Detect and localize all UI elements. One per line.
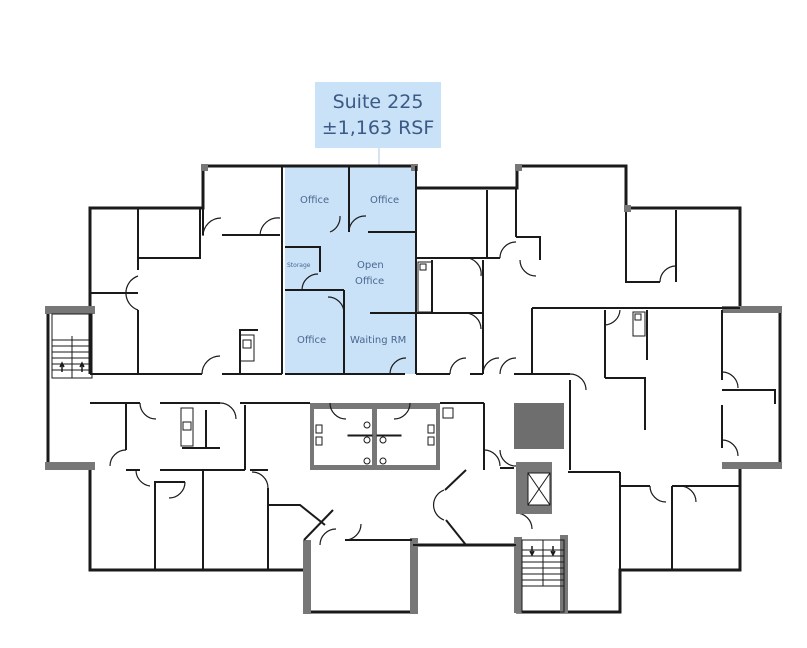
room-label-open-office-line1: Open	[357, 260, 384, 271]
counters	[180, 261, 646, 447]
stairs-south	[521, 539, 565, 613]
room-label-office-sw: Office	[297, 335, 327, 346]
door-swings	[109, 215, 739, 546]
interior-walls	[90, 166, 776, 570]
room-label-storage: Storage	[287, 262, 311, 269]
room-label-waiting-rm: Waiting RM	[350, 335, 407, 346]
room-label-office-ne: Office	[370, 195, 400, 206]
suite-callout: Suite 225 ±1,163 RSF	[315, 82, 441, 148]
suite-225-highlight[interactable]	[285, 166, 416, 374]
restroom-fixtures	[315, 421, 435, 465]
suite-title: Suite 225	[332, 91, 424, 113]
stairs-west	[51, 313, 93, 379]
room-label-office-nw: Office	[300, 195, 330, 206]
elevator-shaft	[516, 462, 552, 514]
structural-columns	[45, 164, 782, 614]
room-label-open-office-line2: Office	[355, 276, 385, 287]
suite-area: ±1,163 RSF	[321, 117, 435, 139]
